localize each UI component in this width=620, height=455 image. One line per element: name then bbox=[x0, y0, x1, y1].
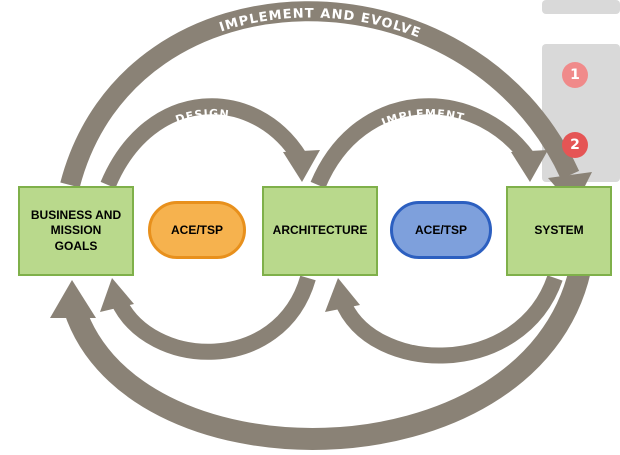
marker-1[interactable]: 1 bbox=[562, 62, 588, 88]
system-box: SYSTEM bbox=[506, 186, 612, 276]
design-arrowhead bbox=[283, 150, 320, 182]
marker-2[interactable]: 2 bbox=[562, 132, 588, 158]
satisfy-outer-label: SATISFY bbox=[289, 410, 356, 429]
satisfy-outer-arrow bbox=[61, 267, 591, 450]
top-right-panel bbox=[542, 0, 620, 14]
conform-arrowhead bbox=[325, 278, 360, 312]
ace-tsp-right-label: ACE/TSP bbox=[414, 223, 467, 237]
satisfy-inner-label: SATISFY bbox=[176, 325, 234, 344]
business-goals-label: BUSINESS AND MISSION GOALS bbox=[30, 207, 122, 253]
implement-arrow bbox=[310, 98, 535, 189]
design-arrow bbox=[100, 98, 307, 189]
satisfy-inner-arrowhead bbox=[100, 278, 134, 312]
architecture-box: ARCHITECTURE bbox=[262, 186, 378, 276]
satisfy-inner-arrow bbox=[110, 275, 316, 360]
ace-tsp-right-pill: ACE/TSP bbox=[390, 201, 492, 259]
implement-evolve-arrow bbox=[60, 1, 580, 188]
ace-tsp-left-pill: ACE/TSP bbox=[148, 201, 246, 259]
business-goals-box: BUSINESS AND MISSION GOALS bbox=[18, 186, 134, 276]
system-label: SYSTEM bbox=[534, 223, 584, 238]
implement-arrowhead bbox=[511, 150, 548, 182]
conform-arrow bbox=[334, 275, 563, 364]
satisfy-outer-arrowhead bbox=[50, 280, 96, 318]
ace-tsp-left-label: ACE/TSP bbox=[170, 223, 223, 237]
architecture-label: ARCHITECTURE bbox=[272, 223, 368, 238]
